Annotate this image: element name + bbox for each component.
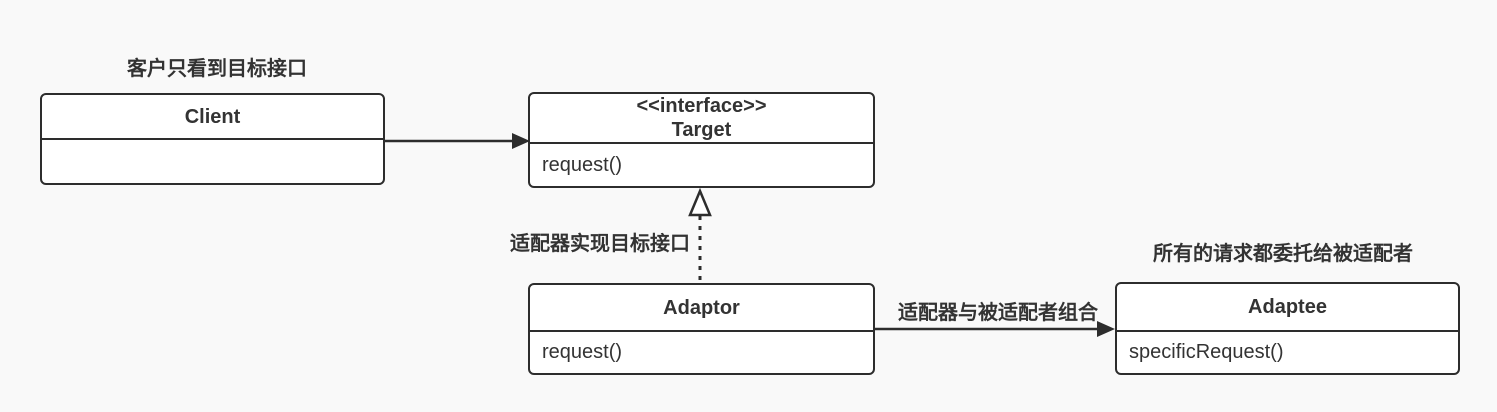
class-title-adaptor: Adaptor: [530, 285, 873, 330]
class-box-adaptee: Adaptee specificRequest(): [1115, 282, 1460, 375]
filled-arrowhead-icon: [512, 133, 530, 149]
hollow-triangle-arrowhead-icon: [688, 187, 712, 217]
class-name-adaptee: Adaptee: [1248, 296, 1327, 318]
class-name-client: Client: [184, 105, 241, 128]
class-name-target: Target: [671, 119, 732, 141]
note-requests-delegated-to-adaptee: 所有的请求都委托给被适配者: [1153, 243, 1413, 265]
class-title-adaptee: Adaptee: [1117, 284, 1458, 330]
note-adaptor-implements-target: 适配器实现目标接口: [510, 233, 690, 255]
stereotype-interface: <<interface>>: [636, 95, 767, 117]
class-name-adaptor: Adaptor: [663, 296, 740, 319]
class-methods-client-empty: [42, 138, 383, 183]
filled-arrowhead-icon: [1097, 321, 1115, 337]
class-methods-adaptor: request(): [530, 330, 873, 373]
method-target-request: request(): [542, 153, 623, 176]
class-methods-adaptee: specificRequest(): [1117, 330, 1458, 373]
class-box-adaptor: Adaptor request(): [528, 283, 875, 375]
realization-arrow-adaptor-target: [688, 187, 712, 285]
note-adaptor-adaptee-composition: 适配器与被适配者组合: [898, 302, 1098, 324]
note-client-sees-target: 客户只看到目标接口: [127, 58, 307, 80]
method-adaptee-specific-request: specificRequest(): [1129, 341, 1284, 363]
method-adaptor-request: request(): [542, 341, 623, 363]
association-arrow-adaptor-adaptee: [875, 321, 1115, 337]
class-box-client: Client: [40, 93, 385, 185]
class-methods-target: request(): [530, 142, 873, 186]
class-title-client: Client: [42, 95, 383, 138]
class-box-target: <<interface>> Target request(): [528, 92, 875, 188]
association-arrow-client-target: [385, 133, 530, 149]
class-title-target: <<interface>> Target: [530, 94, 873, 142]
